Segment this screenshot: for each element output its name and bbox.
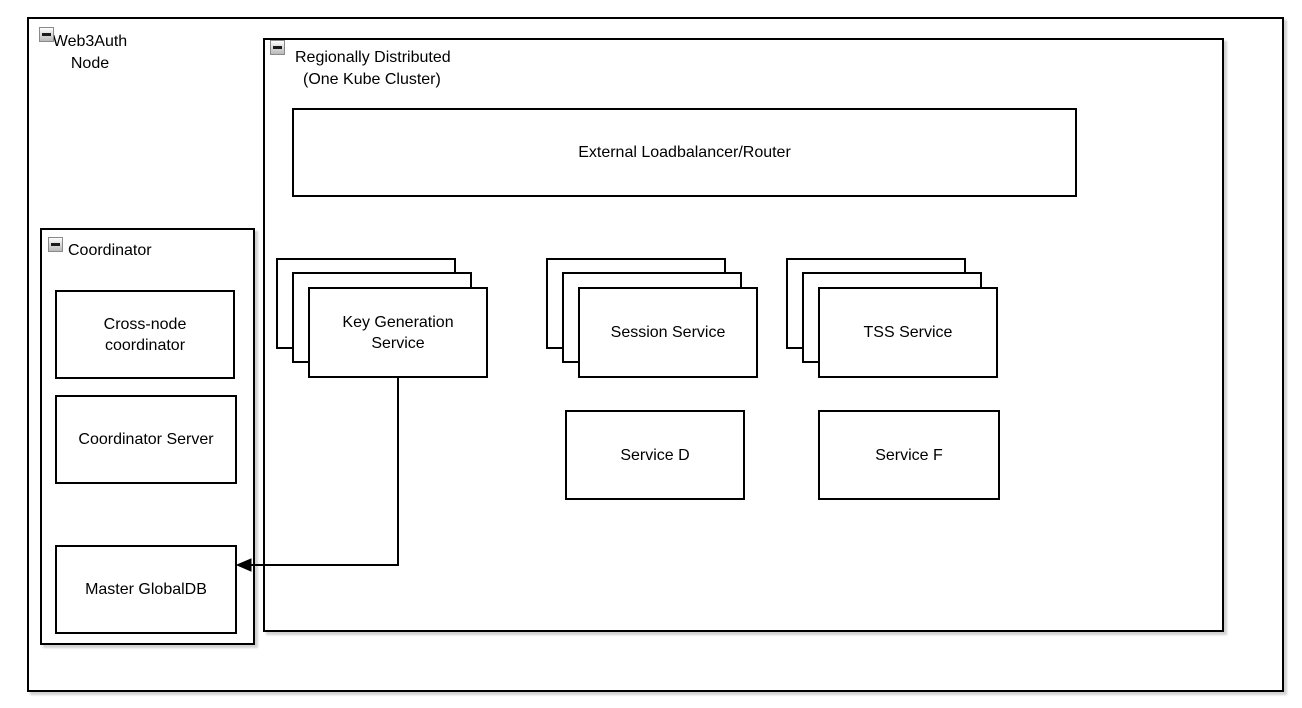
coordinator-group[interactable]: Coordinator Cross-node coordinator Coord… (40, 228, 255, 645)
tss-service-box[interactable]: TSS Service (818, 287, 998, 378)
cross-node-coordinator-box[interactable]: Cross-node coordinator (55, 290, 235, 379)
collapse-minus-icon[interactable] (270, 40, 285, 55)
cross-node-coordinator-label: Cross-node coordinator (103, 315, 187, 354)
coordinator-server-box[interactable]: Coordinator Server (55, 395, 237, 484)
regionally-distributed-label-line2: (One Kube Cluster) (303, 71, 441, 88)
tss-service-label: TSS Service (863, 324, 953, 341)
service-d-label: Service D (620, 446, 690, 464)
key-generation-service-label: Key Generation Service (342, 313, 454, 352)
session-service-box[interactable]: Session Service (578, 287, 758, 378)
coordinator-label: Coordinator (68, 242, 152, 259)
regionally-distributed-label-line1: Regionally Distributed (295, 49, 451, 66)
web3auth-node-label-line1: Web3Auth (52, 33, 128, 50)
collapse-minus-icon[interactable] (39, 27, 54, 42)
external-loadbalancer-box[interactable]: External Loadbalancer/Router (292, 108, 1077, 197)
session-service-label: Session Service (610, 324, 726, 341)
external-loadbalancer-label: External Loadbalancer/Router (578, 144, 791, 161)
master-globaldb-label: Master GlobalDB (85, 581, 207, 598)
service-f-label: Service F (875, 446, 943, 464)
key-generation-service-box[interactable]: Key Generation Service (308, 287, 488, 378)
service-f-box[interactable]: Service F (818, 410, 1000, 500)
tss-service-stack[interactable]: TSS Service (786, 258, 998, 378)
regionally-distributed-label: Regionally Distributed (One Kube Cluster… (295, 47, 451, 91)
collapse-minus-icon[interactable] (48, 237, 63, 252)
coordinator-server-label: Coordinator Server (78, 431, 214, 448)
service-d-box[interactable]: Service D (565, 410, 745, 500)
session-service-stack[interactable]: Session Service (546, 258, 758, 378)
key-generation-service-stack[interactable]: Key Generation Service (276, 258, 488, 378)
web3auth-node-label-line2: Node (70, 55, 110, 72)
master-globaldb-box[interactable]: Master GlobalDB (55, 545, 237, 634)
web3auth-node-label: Web3Auth Node (40, 31, 140, 75)
